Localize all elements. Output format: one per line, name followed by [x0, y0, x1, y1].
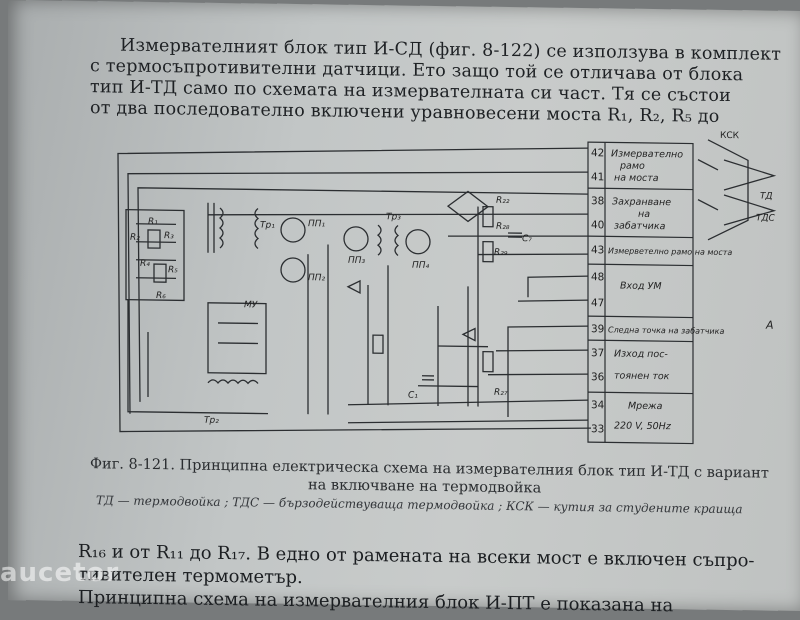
terminal-label: 220 V, 50Hz	[614, 420, 672, 432]
terminal-number: 40	[591, 219, 604, 231]
component-label: R₁	[148, 217, 158, 227]
figure-legend: ТД — термодвойка ; ТДС — бързодействуващ…	[96, 493, 743, 517]
terminal-label: Захранване	[612, 196, 671, 208]
terminal-label: Вход УМ	[620, 281, 662, 293]
terminal-number: 37	[591, 347, 604, 359]
circuit-diagram: 42 Измервателно рамо 41 на моста 38 Захр…	[117, 131, 777, 445]
terminal-number: 42	[591, 147, 604, 159]
component-label: C₇	[522, 234, 532, 244]
component-label: ПП₁	[308, 219, 326, 229]
component-label: R₃	[164, 231, 174, 241]
td-label: ТД	[760, 192, 773, 202]
ksk-label: КСК	[720, 131, 740, 141]
component-label: R₅	[168, 265, 178, 275]
component-label: R₂₇	[494, 388, 508, 398]
component-label: R₆	[156, 291, 166, 301]
book-page: Измервателният блок тип И-СД (фиг. 8-122…	[8, 0, 800, 616]
terminal-number: 47	[591, 297, 604, 309]
terminal-block: 42 Измервателно рамо 41 на моста 38 Захр…	[591, 147, 732, 435]
terminal-number: 36	[591, 371, 605, 383]
terminal-label: на	[638, 209, 650, 220]
terminal-label: Мрежа	[628, 401, 663, 412]
component-label: R₂₉	[494, 248, 508, 258]
terminal-number: 48	[591, 271, 604, 283]
terminal-label: забатчика	[614, 220, 666, 232]
component-label: C₁	[408, 391, 418, 401]
terminal-label: рамо	[619, 161, 645, 172]
terminal-label: Измерветелно рамо на моста	[608, 246, 732, 257]
component-label: Тр₁	[260, 221, 275, 231]
component-label: R₂₈	[496, 222, 510, 232]
tds-label: ТДС	[756, 213, 776, 223]
component-label: ПП₂	[308, 273, 326, 283]
terminal-label: на моста	[614, 172, 659, 184]
component-label: Тр₃	[386, 212, 401, 222]
figure-caption: на включване на термодвойка	[308, 477, 542, 497]
terminal-label: Изход пос-	[614, 348, 668, 360]
component-label: Тр₂	[204, 416, 219, 426]
component-label: ПП₄	[412, 261, 430, 271]
component-label: ПП₃	[348, 256, 366, 266]
watermark: auсеtоr	[0, 558, 120, 588]
terminal-number: 39	[591, 323, 604, 335]
terminal-number: 33	[591, 423, 604, 435]
terminal-number: 34	[591, 399, 605, 411]
terminal-number: 38	[591, 195, 604, 207]
terminal-number: 43	[591, 244, 604, 256]
component-label: R₂₂	[496, 196, 510, 206]
terminal-label: Измервателно	[611, 148, 683, 160]
terminal-number: 41	[591, 171, 604, 183]
terminal-label: тоянен ток	[614, 370, 670, 382]
side-mark: A	[765, 319, 774, 332]
component-label: МУ	[244, 300, 258, 310]
component-label: R₂	[130, 233, 140, 243]
paragraph-line: Принципна схема на измервателния блок И-…	[78, 586, 674, 617]
component-label: R₄	[140, 259, 150, 269]
terminal-label: Следна точка на забатчика	[608, 325, 724, 336]
